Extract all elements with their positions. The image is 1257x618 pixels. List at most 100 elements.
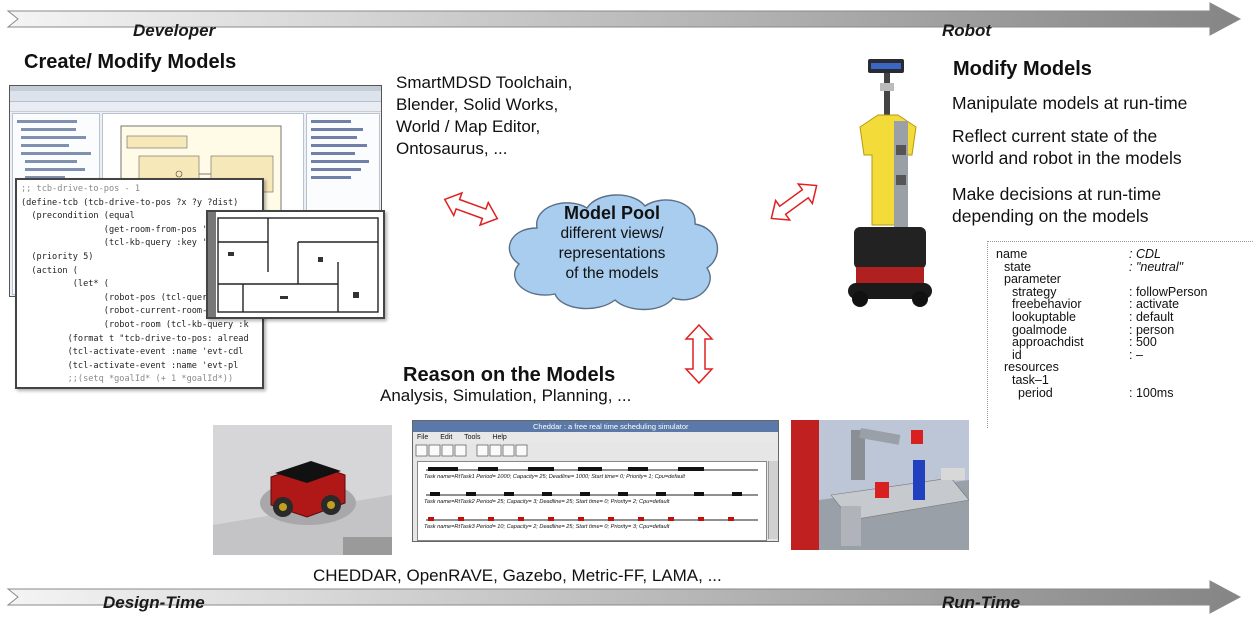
cheddar-toolbar: [415, 444, 528, 457]
cheddar-scrollbar[interactable]: [768, 461, 778, 539]
vertical-double-arrow-icon: [684, 323, 714, 385]
left-double-arrow-icon: [443, 191, 499, 227]
code-line: ;;(setq *goalId* (+ 1 *goalId*)): [21, 374, 234, 385]
analysis-tools-list: CHEDDAR, OpenRAVE, Gazebo, Metric-FF, LA…: [313, 566, 722, 585]
cdl-param-key: state: [1004, 259, 1032, 274]
code-line: (define-tcb (tcb-drive-to-pos ?x ?y ?dis…: [21, 197, 239, 208]
code-line: (format t "tcb-drive-to-pos: alread: [21, 333, 249, 344]
runtime-item-3-line-2: depending on the models: [952, 206, 1149, 226]
model-pool-line-2: representations: [558, 245, 666, 262]
cheddar-screenshot: Cheddar : a free real time scheduling si…: [412, 420, 779, 542]
cdl-param-row: strategy: followPerson: [996, 286, 1248, 299]
right-double-arrow-icon: [770, 183, 818, 221]
ide-toolbar: [10, 102, 381, 112]
cheddar-menu-tools[interactable]: Tools: [464, 434, 481, 441]
occupancy-grid-map: [208, 212, 383, 317]
manipulator-scene-render: [791, 420, 969, 550]
cheddar-titlebar: Cheddar : a free real time scheduling si…: [413, 421, 778, 432]
cdl-param-row: id : –: [996, 349, 1248, 362]
cheddar-task-row-1: Task name=RtTask1 Period= 1000; Capacity…: [424, 474, 685, 480]
cdl-param-row: approachdist: 500: [996, 336, 1248, 349]
code-line: (tcl-activate-event :name 'evt-pl: [21, 360, 239, 371]
robot-label: Robot: [942, 21, 992, 40]
code-line: (precondition (equal: [21, 211, 135, 222]
code-line: (priority 5): [21, 251, 94, 262]
cheddar-menu-file[interactable]: File: [417, 434, 429, 441]
cdl-param-key: id: [1012, 347, 1022, 362]
cheddar-menu-edit[interactable]: Edit: [440, 434, 453, 441]
cdl-param-key: lookuptable: [1012, 309, 1076, 324]
cheddar-timeline-panel: Task name=RtTask1 Period= 1000; Capacity…: [417, 461, 767, 541]
cdl-param-key: task–1: [1012, 372, 1049, 387]
cdl-param-key: name: [996, 247, 1028, 261]
cdl-param-key: period: [1018, 385, 1053, 400]
cdl-param-value: : activate: [1129, 297, 1180, 312]
pioneer-robot-render: [213, 425, 392, 555]
cdl-param-row: name : CDL: [996, 248, 1248, 261]
openrave-screenshot: [791, 420, 969, 550]
ide-menubar: [10, 91, 381, 102]
cheddar-timelines: [426, 467, 758, 521]
runtime-item-3-line-1: Make decisions at run-time: [952, 184, 1162, 204]
code-line: (tcl-kb-update :key '(is-a) :value '((is…: [21, 387, 262, 388]
map-editor-screenshot: [206, 210, 385, 319]
robot-simulation-screenshot: [213, 425, 392, 555]
cdl-param-value: : –: [1129, 347, 1143, 362]
code-line: (let* (: [21, 279, 109, 290]
code-line: ;; tcb-drive-to-pos - 1: [21, 184, 140, 194]
code-line: (tcl-activate-event :name 'evt-cdl: [21, 347, 244, 358]
model-pool-cloud: [508, 194, 719, 311]
robot-photo: [848, 59, 932, 307]
cdl-param-key: resources: [1004, 360, 1059, 375]
model-pool-label: Model Pool different views/ representati…: [525, 202, 699, 284]
cheddar-menubar: File Edit Tools Help: [413, 432, 778, 443]
cdl-param-row: task–1: [996, 374, 1248, 387]
cdl-param-row: parameter: [996, 273, 1248, 286]
reason-on-models-heading: Reason on the Models: [403, 364, 616, 386]
tool-line-3: World / Map Editor,: [396, 117, 541, 136]
cdl-param-row: freebehavior : activate: [996, 298, 1248, 311]
runtime-item-2-line-2: world and robot in the models: [952, 148, 1182, 168]
ide-titlebar: [10, 86, 381, 91]
reason-subtitle: Analysis, Simulation, Planning, ...: [380, 386, 632, 405]
cdl-param-key: strategy: [1012, 284, 1057, 299]
cdl-param-value: : "neutral": [1129, 259, 1184, 274]
cdl-param-value: : default: [1129, 309, 1174, 324]
runtime-item-1-line-1: Manipulate models at run-time: [952, 93, 1188, 113]
cdl-param-row: resources: [996, 361, 1248, 374]
modify-models-heading: Modify Models: [953, 58, 1092, 80]
cdl-param-key: goalmode: [1012, 322, 1067, 337]
tcb-drive-to-pos-code: ;; tcb-drive-to-pos - 1 (define-tcb (tcb-…: [17, 180, 262, 388]
code-line: (robot-room (tcl-kb-query :k: [21, 319, 249, 330]
designtime-runtime-axis-arrow: [6, 580, 1242, 614]
cdl-param-key: freebehavior: [1012, 297, 1082, 312]
cheddar-menu-help[interactable]: Help: [492, 434, 507, 441]
cdl-param-key: approachdist: [1012, 335, 1084, 350]
palette-items: [311, 120, 369, 179]
model-pool-line-3: of the models: [565, 265, 659, 282]
create-modify-models-heading: Create/ Modify Models: [24, 51, 237, 73]
developer-label: Developer: [133, 21, 216, 40]
cdl-param-row: goalmode: person: [996, 322, 1248, 337]
tool-line-1: SmartMDSD Toolchain,: [396, 73, 573, 92]
run-time-label: Run-Time: [942, 593, 1021, 612]
tool-line-4: Ontosaurus, ...: [396, 139, 508, 158]
runtime-item-2: Reflect current state of the world and r…: [952, 125, 1182, 169]
modeling-tools-list: SmartMDSD Toolchain, Blender, Solid Work…: [396, 72, 572, 160]
cdl-param-row: period : 100ms: [996, 385, 1248, 400]
tool-line-2: Blender, Solid Works,: [396, 95, 559, 114]
cheddar-task-row-2: Task name=RtTask2 Period= 25; Capacity= …: [424, 499, 670, 505]
developer-robot-axis-arrow: [6, 2, 1242, 36]
cdl-param-key: parameter: [1004, 272, 1061, 287]
cdl-param-row: lookuptable : default: [996, 311, 1248, 324]
code-line: (action (: [21, 265, 78, 276]
cdl-param-value: : CDL: [1129, 247, 1161, 261]
model-pool-line-1: different views/: [560, 225, 664, 242]
cheddar-task-row-3: Task name=RtTask3 Period= 10; Capacity= …: [424, 524, 670, 530]
runtime-item-1: Manipulate models at run-time: [952, 92, 1187, 114]
cdl-param-value: : 100ms: [1129, 385, 1174, 400]
runtime-item-3: Make decisions at run-time depending on …: [952, 183, 1161, 227]
model-pool-title: Model Pool: [564, 203, 660, 223]
